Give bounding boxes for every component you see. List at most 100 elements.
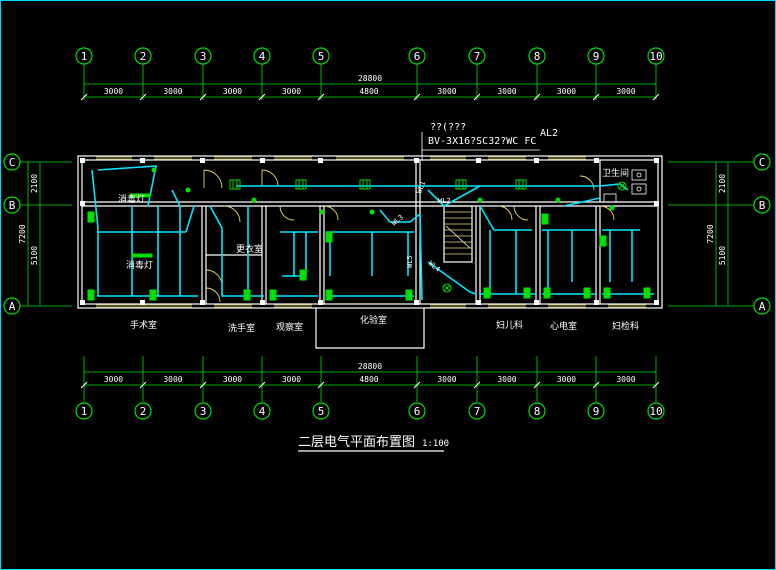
dim-span-bottom-1: 3000 <box>163 375 182 384</box>
dim-tick-top-0 <box>80 93 88 101</box>
drawing-title: 二层电气平面布置图 <box>298 434 415 450</box>
axis-bubble-top-4 <box>253 47 271 65</box>
axis-label-top-7: 7 <box>474 50 481 63</box>
dim-total-top: 28800 <box>358 74 382 83</box>
dim-tick-bottom-3 <box>258 381 266 389</box>
dim-span-top-1: 3000 <box>163 87 182 96</box>
axis-bubble-bottom-2 <box>134 402 152 420</box>
room-surgery: 手术室 <box>130 319 157 331</box>
axis-label-top-6: 6 <box>414 50 421 63</box>
panel-spec-text: BV-3X16?SC32?WC FC <box>428 136 536 147</box>
dim-tick-bottom-9 <box>652 381 660 389</box>
axis-label-bottom-1: 1 <box>81 405 88 418</box>
axis-bubble-top-9 <box>587 47 605 65</box>
room-lab: 化验室 <box>360 314 387 326</box>
axis-bubble-bottom-9 <box>587 402 605 420</box>
axis-label-bottom-10: 10 <box>649 405 662 418</box>
dim-tick-bottom-4 <box>317 381 325 389</box>
dim-side-total-right: 7200 <box>706 224 715 243</box>
axis-label-top-3: 3 <box>200 50 207 63</box>
axis-bubble-top-1 <box>75 47 93 65</box>
axis-bubble-left-A <box>3 297 21 315</box>
axis-bubble-right-B <box>753 196 771 214</box>
circuit-wl5: WL5 <box>406 255 414 268</box>
axis-label-top-9: 9 <box>593 50 600 63</box>
dim-side-lower-left: 5100 <box>30 246 39 265</box>
axis-bubble-top-5 <box>312 47 330 65</box>
axis-bubble-top-10 <box>647 47 665 65</box>
dim-tick-bottom-7 <box>533 381 541 389</box>
axis-bubble-left-C <box>3 153 21 171</box>
dim-tick-top-8 <box>592 93 600 101</box>
dim-tick-top-5 <box>413 93 421 101</box>
dim-span-top-7: 3000 <box>557 87 576 96</box>
axis-label-bottom-5: 5 <box>318 405 325 418</box>
dim-span-bottom-8: 3000 <box>616 375 635 384</box>
drawing-title-block: 二层电气平面布置图 1:100 <box>298 434 449 452</box>
axis-bubble-top-8 <box>528 47 546 65</box>
dim-span-bottom-2: 3000 <box>223 375 242 384</box>
dim-span-top-2: 3000 <box>223 87 242 96</box>
drawing-scale: 1:100 <box>422 439 449 449</box>
room-obstetrics: 妇检科 <box>612 320 639 332</box>
axis-label-top-5: 5 <box>318 50 325 63</box>
room-toilet: 卫生间 <box>602 167 629 179</box>
axis-label-top-8: 8 <box>534 50 541 63</box>
axis-label-left-A: A <box>9 300 16 313</box>
axis-bubble-bottom-1 <box>75 402 93 420</box>
dim-side-lower-right: 5100 <box>718 246 727 265</box>
room-observation: 观察室 <box>276 321 303 333</box>
axis-label-bottom-3: 3 <box>200 405 207 418</box>
toilet-fixtures <box>603 169 647 203</box>
room-gynecology: 妇儿科 <box>496 319 523 331</box>
dim-tick-top-9 <box>652 93 660 101</box>
room-labels: 手术室 洗手室 观察室 化验室 妇儿科 心电室 妇检科 更衣室 卫生间 消毒灯 … <box>118 167 639 334</box>
dim-span-bottom-0: 3000 <box>104 375 123 384</box>
panel-code-text: ??(??? <box>430 122 466 133</box>
dim-span-top-8: 3000 <box>616 87 635 96</box>
axis-bubble-bottom-10 <box>647 402 665 420</box>
dim-tick-top-3 <box>258 93 266 101</box>
dim-span-top-3: 3000 <box>282 87 301 96</box>
dim-tick-bottom-8 <box>592 381 600 389</box>
dim-tick-top-6 <box>473 93 481 101</box>
axis-label-right-B: B <box>759 199 766 212</box>
dim-span-top-4: 4800 <box>359 87 378 96</box>
circuit-wl2: WL2 <box>438 197 451 205</box>
circuit-wl4: WL4 <box>427 259 442 273</box>
axis-label-top-1: 1 <box>81 50 88 63</box>
fixtures <box>87 167 651 301</box>
windows <box>96 156 646 308</box>
dim-tick-bottom-6 <box>473 381 481 389</box>
circuit-wl3: WL3 <box>390 213 405 227</box>
axis-bubble-bottom-5 <box>312 402 330 420</box>
dim-tick-bottom-2 <box>199 381 207 389</box>
label-lamp-2: 消毒灯 <box>126 259 153 271</box>
axis-label-bottom-2: 2 <box>140 405 147 418</box>
dim-span-bottom-4: 4800 <box>359 375 378 384</box>
stair-treads <box>444 211 472 255</box>
axis-bubble-bottom-3 <box>194 402 212 420</box>
axis-label-right-C: C <box>759 156 766 169</box>
dim-span-top-6: 3000 <box>497 87 516 96</box>
axis-label-left-B: B <box>9 199 16 212</box>
axis-bubble-right-C <box>753 153 771 171</box>
axis-bubble-top-2 <box>134 47 152 65</box>
room-changing: 更衣室 <box>236 243 263 255</box>
axis-bubble-bottom-8 <box>528 402 546 420</box>
axis-label-bottom-8: 8 <box>534 405 541 418</box>
axis-label-top-2: 2 <box>140 50 147 63</box>
dim-tick-bottom-5 <box>413 381 421 389</box>
dim-side-upper-right: 2100 <box>718 174 727 193</box>
dim-span-bottom-6: 3000 <box>497 375 516 384</box>
axis-label-bottom-6: 6 <box>414 405 421 418</box>
axis-label-top-4: 4 <box>259 50 266 63</box>
panel-callout: ??(??? BV-3X16?SC32?WC FC AL2 <box>421 122 558 160</box>
dim-span-top-0: 3000 <box>104 87 123 96</box>
columns <box>80 158 659 305</box>
axis-label-top-10: 10 <box>649 50 662 63</box>
axis-bubble-bottom-4 <box>253 402 271 420</box>
axis-bubble-bottom-6 <box>408 402 426 420</box>
